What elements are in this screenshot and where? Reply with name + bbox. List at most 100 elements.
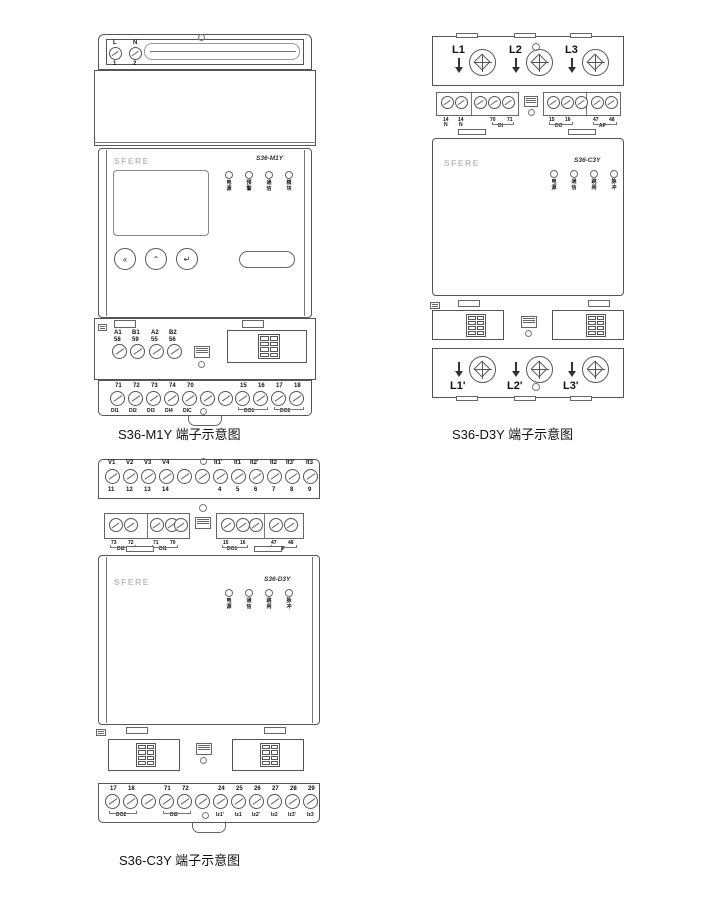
c3y-top-name-V3: V3 [144,460,152,466]
m1y-center-clip [194,346,210,358]
c3y-bottom-number-26: 26 [254,786,261,792]
d3y-right-bracket-ap [593,122,617,125]
pin [476,326,484,330]
m1y-brand-logo: SFERE [114,156,150,166]
c3y-bay-clip [96,729,106,736]
m1y-comm-screw-3 [167,344,182,359]
m1y-bottom-screw-4 [182,391,197,406]
d3y-bottom-arrow-0 [455,362,464,378]
m1y-center-dot [198,361,205,368]
c3y-top-screw-3 [159,469,174,484]
c3y-connector-left-pins [136,743,156,767]
c3y-second-dot [199,504,207,512]
c3y-bottom-name-Iz3p: Iz3' [288,812,296,818]
d3y-bay-center-dot [525,330,532,337]
caption-s36-d3y: S36-D3Y 端子示意图 [452,427,574,442]
c3y-right-screw-4 [284,518,298,532]
pin [596,321,604,325]
m1y-bottom-number-71: 71 [115,383,122,389]
d3y-connector-right [552,310,624,340]
pin [270,750,278,755]
button-up[interactable]: ⌃ [145,248,167,270]
c3y-bottom-name-Iz1: Iz1 [235,812,242,818]
pin [468,326,476,330]
c3y-bottom-number-17: 17 [110,786,117,792]
d3y-led-label-2-line1: 跳 [591,179,597,185]
c3y-bottom-number-28: 28 [290,786,297,792]
button-back[interactable]: « [114,248,136,270]
m1y-bottom-label-DI2: DI2 [129,408,137,414]
m1y-tab-right [242,320,264,328]
m1y-group-bracket-do2 [274,407,304,410]
c3y-top-screw-8 [249,469,264,484]
c3y-right-divider [264,514,265,538]
d3y-left-screw-2 [474,96,487,109]
d3y-right-group-AP: AP [599,123,606,129]
c3y-right-bracket-do1 [222,545,248,548]
pin [260,352,269,357]
d3y-ct-arrow-1 [512,58,521,74]
m1y-bottom-screw-3 [164,391,179,406]
c3y-top-name-It1: It1 [234,460,242,466]
c3y-bottom-screw-11 [303,794,318,809]
m1y-bottom-screw-0 [110,391,125,406]
m1y-bottom-number-16: 16 [258,383,265,389]
c3y-bottom-group-DI2: DI2 [170,812,178,818]
c3y-bottom-name-Iz2: Iz2 [271,812,278,818]
c3y-bottom-screw-6 [213,794,228,809]
d3y-connector-left-pins [466,314,486,337]
m1y-led-label-0-line2: 源 [226,186,232,192]
button-enter[interactable]: ↵ [176,248,198,270]
c3y-left-number-70: 70 [170,540,176,546]
m1y-module-connector [227,330,307,363]
d3y-right-number-48: 48 [609,117,615,123]
m1y-led-3 [285,171,293,179]
m1y-lcd-display [113,170,209,236]
c3y-bottom-screw-3 [159,794,174,809]
d3y-led-label-2-line2: 闸 [591,185,597,191]
m1y-comm-name-B2: B2 [169,330,177,336]
d3y-center-clip [524,96,538,107]
d3y-right-number-15: 15 [549,117,555,123]
c3y-faceplate [98,555,320,725]
d3y-connector-left [432,310,504,340]
c3y-bottom-number-18: 18 [128,786,135,792]
c3y-bottom-screw-2 [141,794,156,809]
m1y-comm-name-A2: A2 [151,330,159,336]
c3y-led-label-2-line1: 跳 [266,598,272,604]
c3y-bottom-number-24: 24 [218,786,225,792]
c3y-top-screw-4 [177,469,192,484]
m1y-bottom-number-18: 18 [294,383,301,389]
m1y-led-1 [245,171,253,179]
c3y-bottom-bracket-di2 [163,811,191,814]
m1y-blank-pill [239,251,295,268]
d3y-bottom-label-L1p: L1' [450,380,466,392]
d3y-left-group-DI: DI [498,123,503,129]
c3y-top-number-8: 8 [290,487,294,493]
m1y-clip-left [98,324,107,331]
c3y-bottom-number-25: 25 [236,786,243,792]
m1y-bottom-group-DO1: DO1 [244,408,255,414]
c3y-bottom-screw-9 [267,794,282,809]
pin [588,331,596,335]
pin [468,331,476,335]
pin [269,341,278,346]
c3y-left-group-DI2: DI2 [117,546,125,552]
m1y-comm-screw-2 [149,344,164,359]
c3y-top-screw-2 [141,469,156,484]
d3y-top-tab-0 [456,33,478,38]
m1y-bottom-screw-8 [253,391,268,406]
c3y-left-group-DI1: DI1 [159,546,167,552]
c3y-right-number-47: 47 [271,540,277,546]
pin [596,331,604,335]
d3y-top-tab-2 [570,33,592,38]
c3y-led-label-2-line2: 闸 [266,604,272,610]
m1y-bottom-screw-6 [218,391,233,406]
d3y-left-number-0: 14 [443,117,449,123]
c3y-bottom-screw-8 [249,794,264,809]
m1y-bottom-number-17: 17 [276,383,283,389]
c3y-top-name-V4: V4 [162,460,170,466]
d3y-bay-center-clip [521,316,537,328]
m1y-bottom-number-15: 15 [240,383,247,389]
pin [260,341,269,346]
